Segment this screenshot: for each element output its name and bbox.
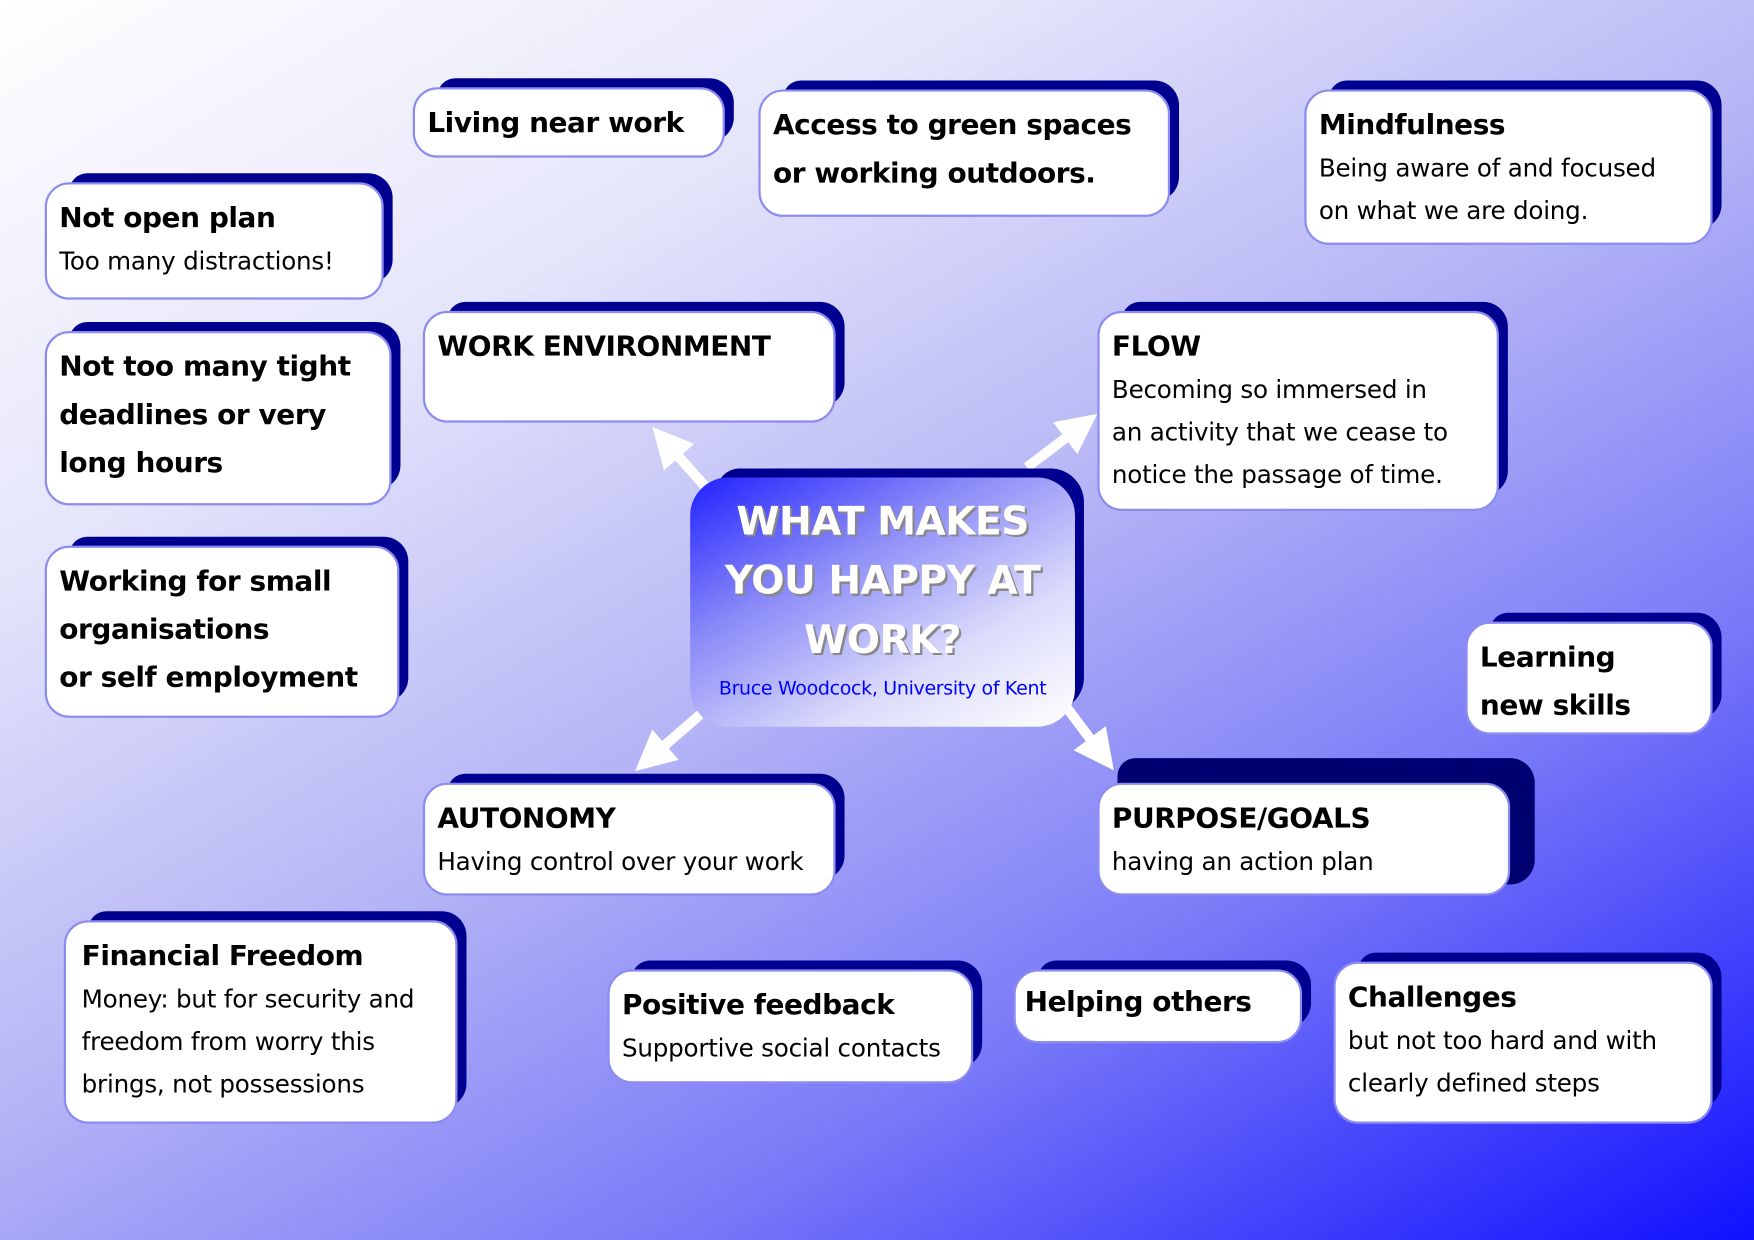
box-title: new skills	[1479, 688, 1631, 722]
box-desc: an activity that we cease to	[1111, 419, 1448, 448]
center-title-line: WHAT MAKES	[736, 499, 1029, 545]
box-desc: freedom from worry this	[81, 1028, 375, 1057]
box-desc: notice the passage of time.	[1111, 461, 1443, 490]
arrow-to-autonomy	[635, 710, 704, 772]
box-title: Working for small	[59, 564, 332, 598]
box-desc: Becoming so immersed in	[1111, 376, 1427, 405]
box-deadlines: Not too many tight deadlines or very lon…	[44, 322, 401, 506]
box-financial-freedom: Financial Freedom Money: but for securit…	[63, 911, 467, 1124]
box-title: Not open plan	[59, 201, 276, 234]
box-title: or self employment	[59, 660, 358, 694]
box-helping-others: Helping others	[1013, 960, 1312, 1044]
box-desc: Money: but for security and	[81, 986, 415, 1015]
box-title: Learning	[1479, 640, 1616, 674]
box-title: Helping others	[1024, 985, 1252, 1018]
box-learning: Learning new skills	[1465, 612, 1722, 735]
box-title: Financial Freedom	[81, 939, 364, 972]
center-title-line: WORK?	[804, 618, 962, 664]
arrow-to-work-environment	[652, 426, 711, 492]
box-flow: FLOW Becoming so immersed in an activity…	[1097, 301, 1508, 511]
box-challenges: Challenges but not too hard and with cle…	[1333, 952, 1722, 1124]
center-subtitle: Bruce Woodcock, University of Kent	[718, 677, 1047, 700]
box-desc: Being aware of and focused	[1318, 155, 1656, 184]
box-title: long hours	[59, 446, 223, 479]
box-title: organisations	[59, 612, 270, 646]
box-title: PURPOSE/GOALS	[1111, 801, 1371, 835]
box-work-environment: WORK ENVIRONMENT	[422, 301, 845, 423]
box-desc: on what we are doing.	[1318, 197, 1589, 226]
box-title: or working outdoors.	[772, 156, 1096, 189]
arrow-to-purpose	[1062, 703, 1114, 771]
box-not-open-plan: Not open plan Too many distractions!	[44, 173, 393, 300]
box-living-near-work: Living near work	[412, 78, 734, 158]
box-desc: having an action plan	[1111, 848, 1374, 877]
box-title: FLOW	[1111, 329, 1201, 363]
box-purpose-goals: PURPOSE/GOALS having an action plan	[1097, 758, 1535, 896]
box-desc: Supportive social contacts	[621, 1035, 941, 1064]
box-desc: brings, not possessions	[81, 1071, 365, 1100]
box-title: deadlines or very	[59, 398, 326, 431]
box-title: Mindfulness	[1318, 108, 1506, 141]
box-small-organisations: Working for small organisations or self …	[44, 536, 409, 718]
center-title-line: YOU HAPPY AT	[724, 559, 1041, 604]
box-title: Not too many tight	[59, 349, 351, 383]
box-desc: but not too hard and with	[1347, 1027, 1657, 1056]
arrow-to-flow	[1023, 413, 1098, 472]
box-title: Living near work	[427, 106, 684, 139]
box-green-spaces: Access to green spaces or working outdoo…	[758, 80, 1180, 217]
box-positive-feedback: Positive feedback Supportive social cont…	[607, 960, 983, 1084]
box-desc: clearly defined steps	[1347, 1070, 1600, 1099]
box-title: Positive feedback	[621, 988, 895, 1021]
box-mindfulness: Mindfulness Being aware of and focused o…	[1304, 80, 1722, 245]
box-title: WORK ENVIRONMENT	[437, 329, 771, 363]
box-desc: Having control over your work	[437, 848, 804, 877]
box-title: Access to green spaces	[772, 108, 1132, 141]
box-title: AUTONOMY	[437, 801, 616, 835]
box-title: Challenges	[1347, 980, 1517, 1014]
central-question: WHAT MAKES YOU HAPPY AT WORK? Bruce Wood…	[690, 468, 1084, 727]
box-desc: Too many distractions!	[59, 248, 334, 277]
box-autonomy: AUTONOMY Having control over your work	[422, 773, 845, 896]
